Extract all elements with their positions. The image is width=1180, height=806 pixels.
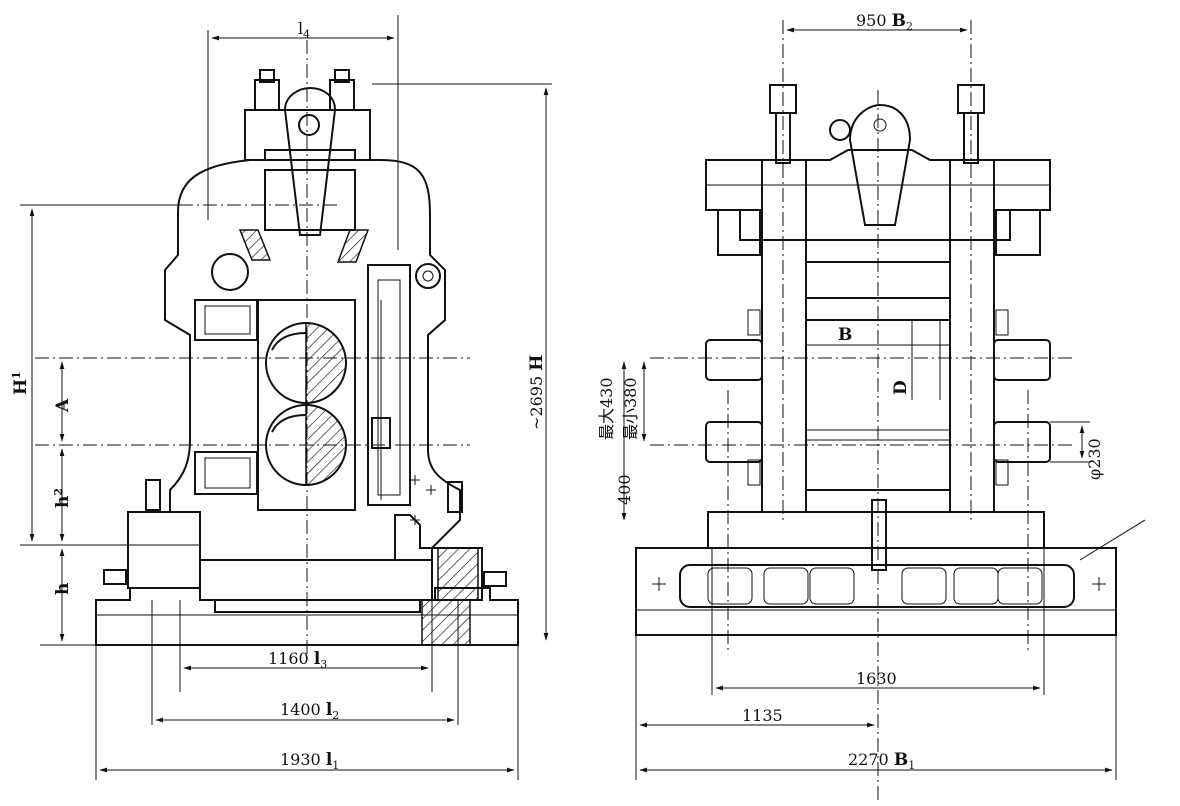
dim-A: A <box>53 398 73 413</box>
left-rolls <box>265 322 347 486</box>
dim-1630: 1630 <box>856 669 897 688</box>
right-base-slots <box>679 564 1075 608</box>
foot-bolts <box>103 479 507 587</box>
roll-label-D: D <box>891 380 911 395</box>
left-housing-hole <box>211 253 249 291</box>
dim-H1: H1 <box>10 371 31 395</box>
dim-l4: l4 <box>298 19 310 41</box>
dim-l3: 1160 l3 <box>268 649 327 671</box>
roll-label-B: B <box>838 325 852 345</box>
right-view <box>621 20 1146 800</box>
left-dimension-labels: l4 ~2695 H H1 A h2 h 1160 l3 1400 l2 193… <box>10 19 547 772</box>
dim-B2: 950 B2 <box>856 11 913 33</box>
left-plus-marks <box>410 475 436 525</box>
dim-min: 最小380 <box>621 377 640 440</box>
dim-h: h <box>53 583 73 595</box>
dim-max: 最大430 <box>597 377 616 440</box>
left-screwdown-posts <box>254 69 355 111</box>
dim-l2: 1400 l2 <box>280 700 339 722</box>
dim-h2: h2 <box>52 488 73 508</box>
left-foot-left <box>127 511 201 589</box>
dim-phi230: φ230 <box>1085 438 1104 480</box>
dim-l1: 1930 l1 <box>280 750 339 772</box>
right-housing-left-column <box>761 159 807 513</box>
left-base-section <box>421 599 471 646</box>
dim-H-total: ~2695 H <box>527 355 547 430</box>
dim-400: 400 <box>615 474 634 505</box>
left-window <box>257 299 356 511</box>
right-screwdown-posts <box>769 84 985 164</box>
right-plus-marks <box>652 577 1106 591</box>
dim-B1: 2270 B1 <box>848 750 915 772</box>
right-dimension-labels: 950 B2 B D 最大430 最小380 400 φ230 1630 113… <box>597 11 1104 772</box>
dim-1135: 1135 <box>742 706 783 725</box>
right-housing-right-column <box>949 159 995 513</box>
right-couplings <box>705 309 1051 486</box>
left-view <box>20 15 552 780</box>
